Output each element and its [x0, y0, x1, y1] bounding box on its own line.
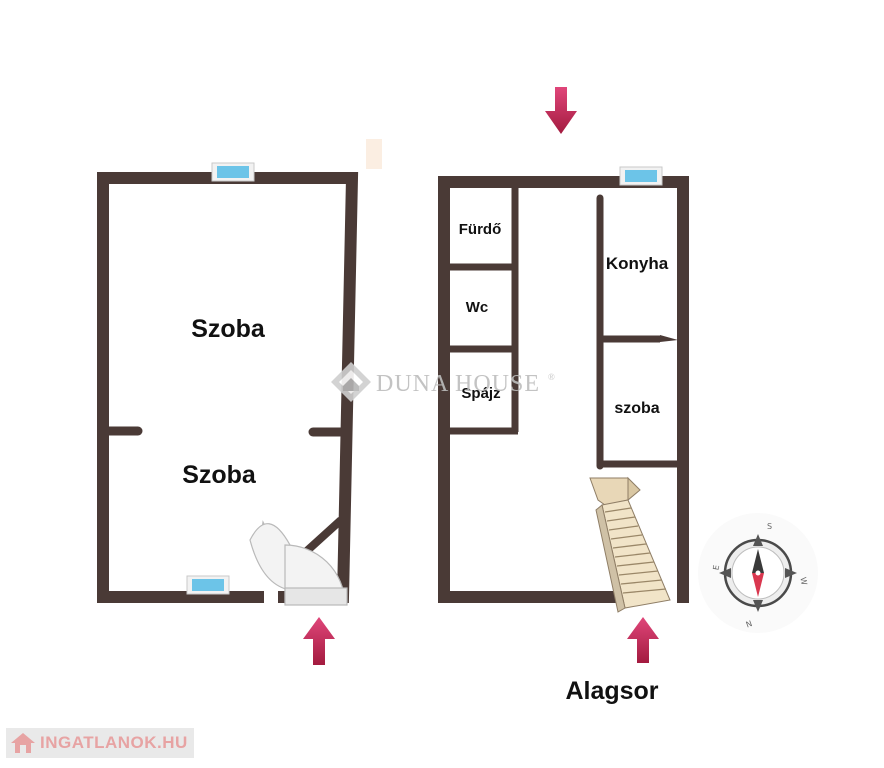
ingatlanok-logo[interactable]: INGATLANOK.HU: [6, 728, 194, 758]
window-left-bottom: [186, 575, 230, 595]
compass-letter-east: E: [712, 564, 722, 571]
staircase: [589, 476, 671, 613]
compass-letter-west: W: [798, 576, 808, 585]
house-icon: [11, 733, 35, 753]
room-label-wc: Wc: [466, 299, 489, 316]
left-unit: [97, 172, 359, 603]
kitchen-door-gap-icon: [660, 335, 678, 342]
right-unit: [438, 176, 689, 603]
room-label-spajz: Spájz: [461, 385, 500, 402]
arrow-top-down-icon: [545, 87, 577, 134]
compass-letter-north: N: [744, 618, 753, 629]
entrance-arrow-left-icon: [303, 617, 335, 665]
duna-house-logo-icon: [331, 362, 371, 402]
watermark-text: DUNA HOUSE: [376, 371, 540, 397]
room-label-szoba-bottom: Szoba: [182, 461, 257, 489]
window-left-top: [211, 162, 255, 182]
room-label-konyha: Konyha: [606, 254, 669, 273]
left-unit-bottom-wall: [97, 172, 264, 603]
left-unit-outer-wall: [97, 172, 359, 603]
room-label-szoba-top: Szoba: [191, 315, 266, 343]
right-unit-left-wall: [438, 176, 618, 603]
window-right-top: [619, 166, 663, 186]
stair-treads: [604, 507, 667, 594]
door-swing-left: [249, 520, 348, 606]
right-unit-left-rooms: [448, 186, 519, 435]
floor-label: Alagsor: [565, 677, 658, 705]
right-unit-right-rooms: [596, 194, 678, 470]
compass-letter-south: S: [767, 522, 772, 531]
entrance-arrow-right-icon: [627, 617, 659, 663]
ingatlanok-logo-text: INGATLANOK.HU: [40, 733, 188, 752]
room-label-furdo: Fürdő: [459, 221, 502, 238]
duna-house-watermark: DUNA HOUSE ®: [331, 362, 556, 402]
beige-marker: [366, 139, 382, 169]
watermark-registered-mark: ®: [548, 372, 556, 382]
right-unit-outer-wall: [438, 176, 689, 603]
room-label-szoba-right: szoba: [614, 400, 659, 417]
compass-icon: S E W N: [698, 513, 818, 633]
